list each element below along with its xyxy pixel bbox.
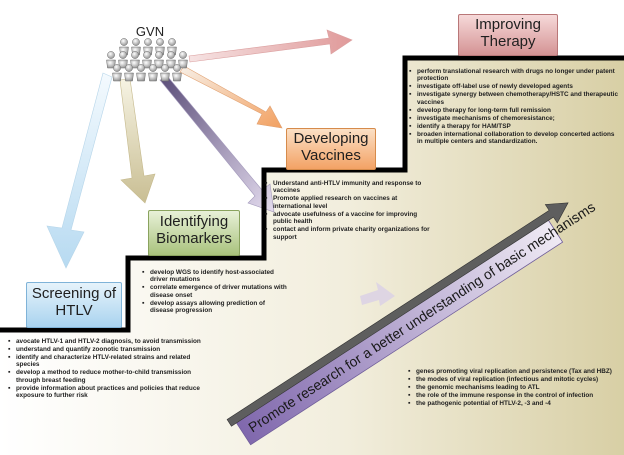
- vaccines-title-line1: Developing: [293, 130, 369, 147]
- therapy-item: investigate off-label use of newly devel…: [409, 83, 618, 91]
- arrow-to-biomarkers: [119, 78, 156, 204]
- screening-item: understand and quantify zoonotic transmi…: [8, 346, 202, 354]
- therapy-item: investigate mechanisms of chemoresistanc…: [409, 115, 618, 123]
- mechanisms-item: the genomic mechanisms leading to ATL: [408, 384, 613, 392]
- screening-item: avocate HTLV-1 and HTLV-2 diagnosis, to …: [8, 338, 202, 346]
- screening-item: provide information about practices and …: [8, 385, 202, 400]
- screening-box: Screening of HTLV: [26, 282, 122, 328]
- biomarkers-title-line2: Biomarkers: [156, 229, 232, 247]
- arrow-to-therapy: [188, 29, 353, 63]
- biomarkers-title-line1: Identifying: [159, 213, 229, 230]
- screening-title-line2: HTLV: [55, 301, 93, 319]
- vaccines-item: advocate usefulness of a vaccine for imp…: [265, 211, 435, 226]
- biomarkers-box: Identifying Biomarkers: [148, 210, 240, 256]
- therapy-item: perform translational research with drug…: [409, 68, 618, 83]
- screening-title-line1: Screening of: [31, 285, 117, 302]
- vaccines-item: contact and inform private charity organ…: [265, 226, 435, 241]
- mechanisms-item: the modes of viral replication (infectio…: [408, 376, 613, 384]
- therapy-item: investigate synergy between chemotherapy…: [409, 91, 618, 106]
- mechanisms-list: genes promoting viral replication and pe…: [408, 368, 613, 408]
- gvn-label: GVN: [135, 24, 165, 39]
- vaccines-item: Understand anti-HTLV immunity and respon…: [265, 180, 435, 195]
- therapy-item: develop therapy for long-term full remis…: [409, 107, 618, 115]
- mechanisms-item: the pathogenic potential of HTLV-2, -3 a…: [408, 400, 613, 408]
- arrow-to-vaccines: [159, 76, 275, 213]
- screening-item: identify and characterize HTLV-related s…: [8, 354, 202, 369]
- arrow-to-mechanisms: [360, 282, 395, 306]
- people-group-icon: [106, 38, 188, 82]
- biomarkers-item: develop WGS to identify host-associated …: [142, 269, 288, 284]
- mechanisms-item: genes promoting viral replication and pe…: [408, 368, 613, 376]
- therapy-item: broaden international collaboration to d…: [409, 131, 618, 146]
- biomarkers-item: correlate emergence of driver mutations …: [142, 284, 288, 299]
- banner-arrow: [226, 202, 569, 427]
- therapy-title-line2: Therapy: [480, 32, 536, 50]
- mechanisms-item: the role of the immune response in the c…: [408, 392, 613, 400]
- therapy-box: Improving Therapy: [458, 14, 558, 56]
- arrow-to-screening: [46, 72, 113, 269]
- screening-item: develop a method to reduce mother-to-chi…: [8, 369, 202, 384]
- vaccines-list: Understand anti-HTLV immunity and respon…: [265, 180, 435, 242]
- therapy-title-line1: Improving: [475, 16, 541, 33]
- biomarkers-item: develop assays allowing prediction of di…: [142, 300, 288, 315]
- screening-list: avocate HTLV-1 and HTLV-2 diagnosis, to …: [8, 338, 202, 400]
- biomarkers-list: develop WGS to identify host-associated …: [142, 269, 288, 315]
- arrow-to-developing-vaccines: [179, 65, 283, 129]
- vaccines-title-line2: Vaccines: [301, 146, 361, 164]
- therapy-item: identify a therapy for HAM/TSP: [409, 123, 618, 131]
- vaccines-item: Promote applied research on vaccines at …: [265, 195, 435, 210]
- staircase-line: [0, 55, 624, 333]
- therapy-list: perform translational research with drug…: [409, 68, 618, 146]
- vaccines-box: Developing Vaccines: [286, 128, 376, 170]
